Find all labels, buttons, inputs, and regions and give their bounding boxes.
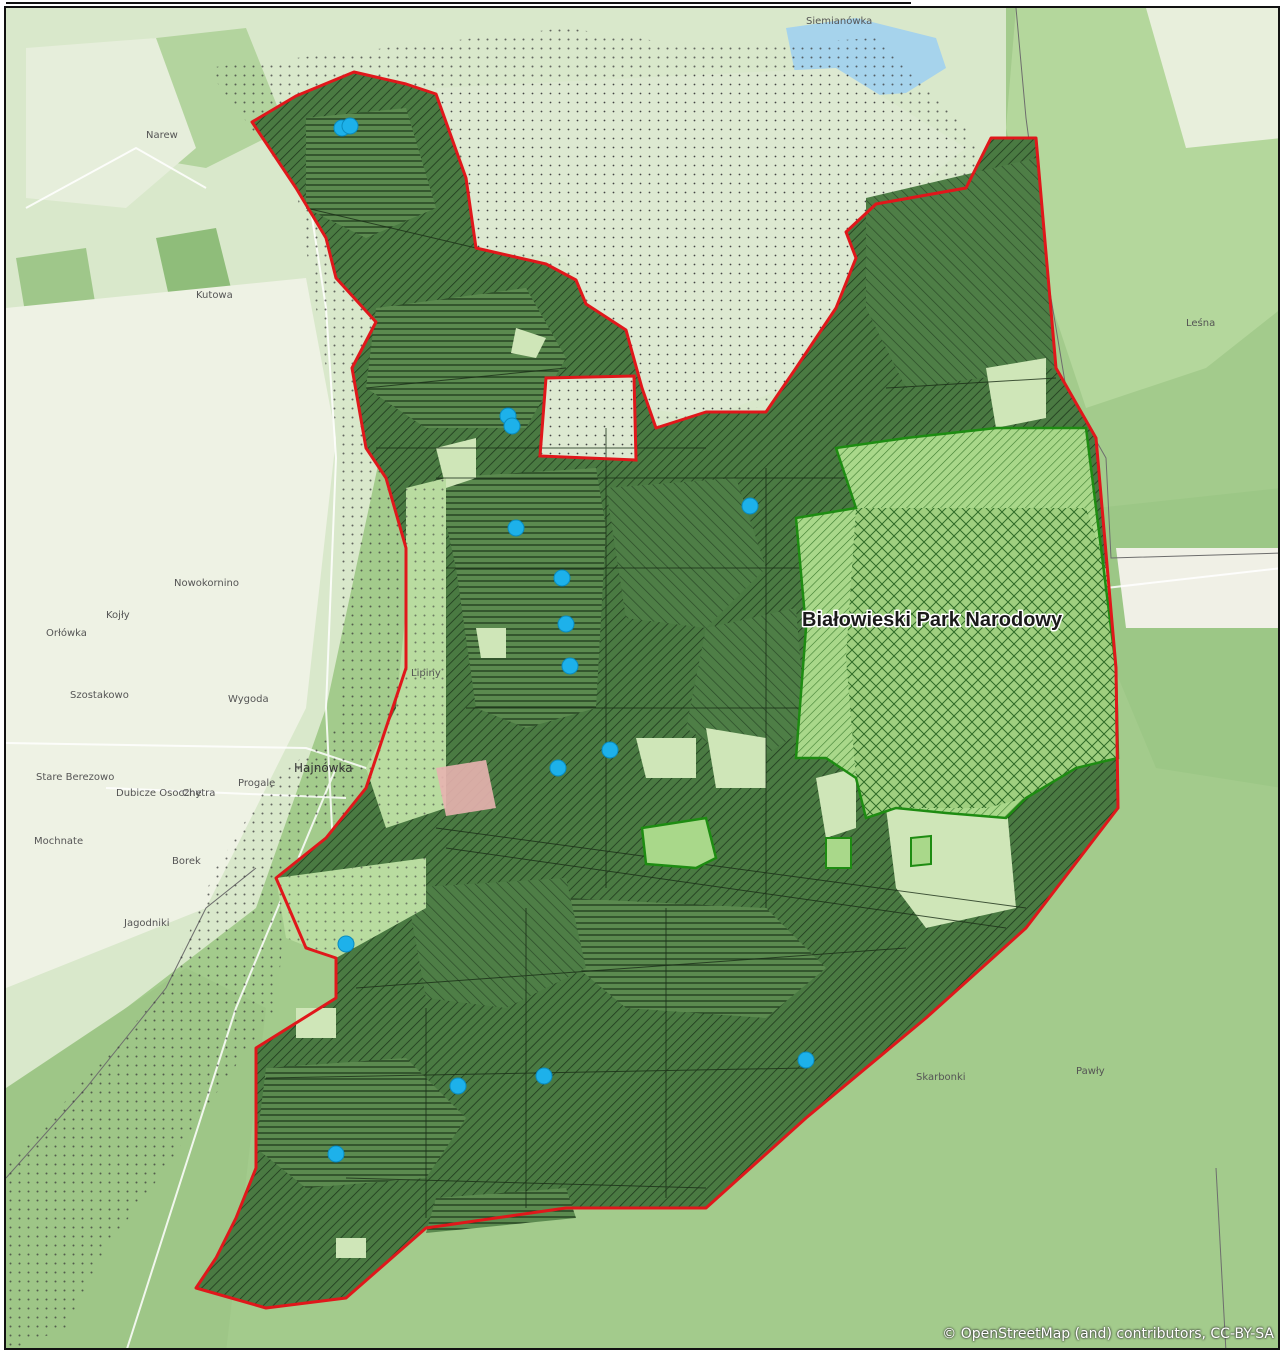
town-label: Dubicze Osoczne xyxy=(116,788,202,799)
top-rule xyxy=(6,2,911,4)
town-label: Orłówka xyxy=(46,627,87,639)
town-label: Lipiny xyxy=(411,668,441,679)
north-clearings xyxy=(436,68,966,418)
survey-point xyxy=(341,117,359,135)
survey-point xyxy=(449,1077,467,1095)
town-label: Wygoda xyxy=(228,694,269,705)
study-area-boundary xyxy=(194,70,1120,1310)
town-label: Narew xyxy=(146,130,178,141)
town-label: Kojły xyxy=(106,610,130,621)
park-label: Białowieski Park Narodowy xyxy=(802,609,1063,631)
map-attribution[interactable]: © OpenStreetMap (and) contributors, CC-B… xyxy=(942,1326,1274,1342)
survey-point xyxy=(601,741,619,759)
survey-point xyxy=(535,1067,553,1085)
survey-point xyxy=(741,497,759,515)
survey-point xyxy=(549,759,567,777)
town-label: Siemianówka xyxy=(806,15,872,27)
town-label: Skarbonki xyxy=(916,1072,966,1083)
town-label: Nowokornino xyxy=(174,578,239,589)
survey-point xyxy=(503,417,521,435)
national-park xyxy=(640,426,1120,870)
town-label: Jagodniki xyxy=(123,918,170,929)
town-label: Chytra xyxy=(182,788,215,799)
survey-point xyxy=(561,657,579,675)
built-up-patch xyxy=(436,760,496,816)
survey-point xyxy=(507,519,525,537)
town-label: Hajnówka xyxy=(294,761,353,775)
town-label: Leśna xyxy=(1186,317,1215,329)
survey-point xyxy=(553,569,571,587)
survey-point xyxy=(337,935,355,953)
town-label: Szostakowo xyxy=(70,690,129,701)
enclave-boundary xyxy=(538,374,638,462)
town-label: Progale xyxy=(238,778,275,789)
town-labels: Narew Kutowa Lipiny Wygoda Nowokornino K… xyxy=(34,15,1215,1083)
town-label: Pawły xyxy=(1076,1066,1105,1077)
town-label: Kutowa xyxy=(196,290,233,301)
town-label: Borek xyxy=(172,856,201,867)
survey-point xyxy=(557,615,575,633)
map-frame[interactable]: Narew Kutowa Lipiny Wygoda Nowokornino K… xyxy=(4,6,1280,1350)
survey-point xyxy=(327,1145,345,1163)
town-label: Stare Berezowo xyxy=(36,772,114,783)
survey-point xyxy=(797,1051,815,1069)
map-canvas[interactable]: Narew Kutowa Lipiny Wygoda Nowokornino K… xyxy=(6,8,1280,1350)
survey-points xyxy=(327,117,815,1163)
town-label: Mochnate xyxy=(34,836,83,847)
